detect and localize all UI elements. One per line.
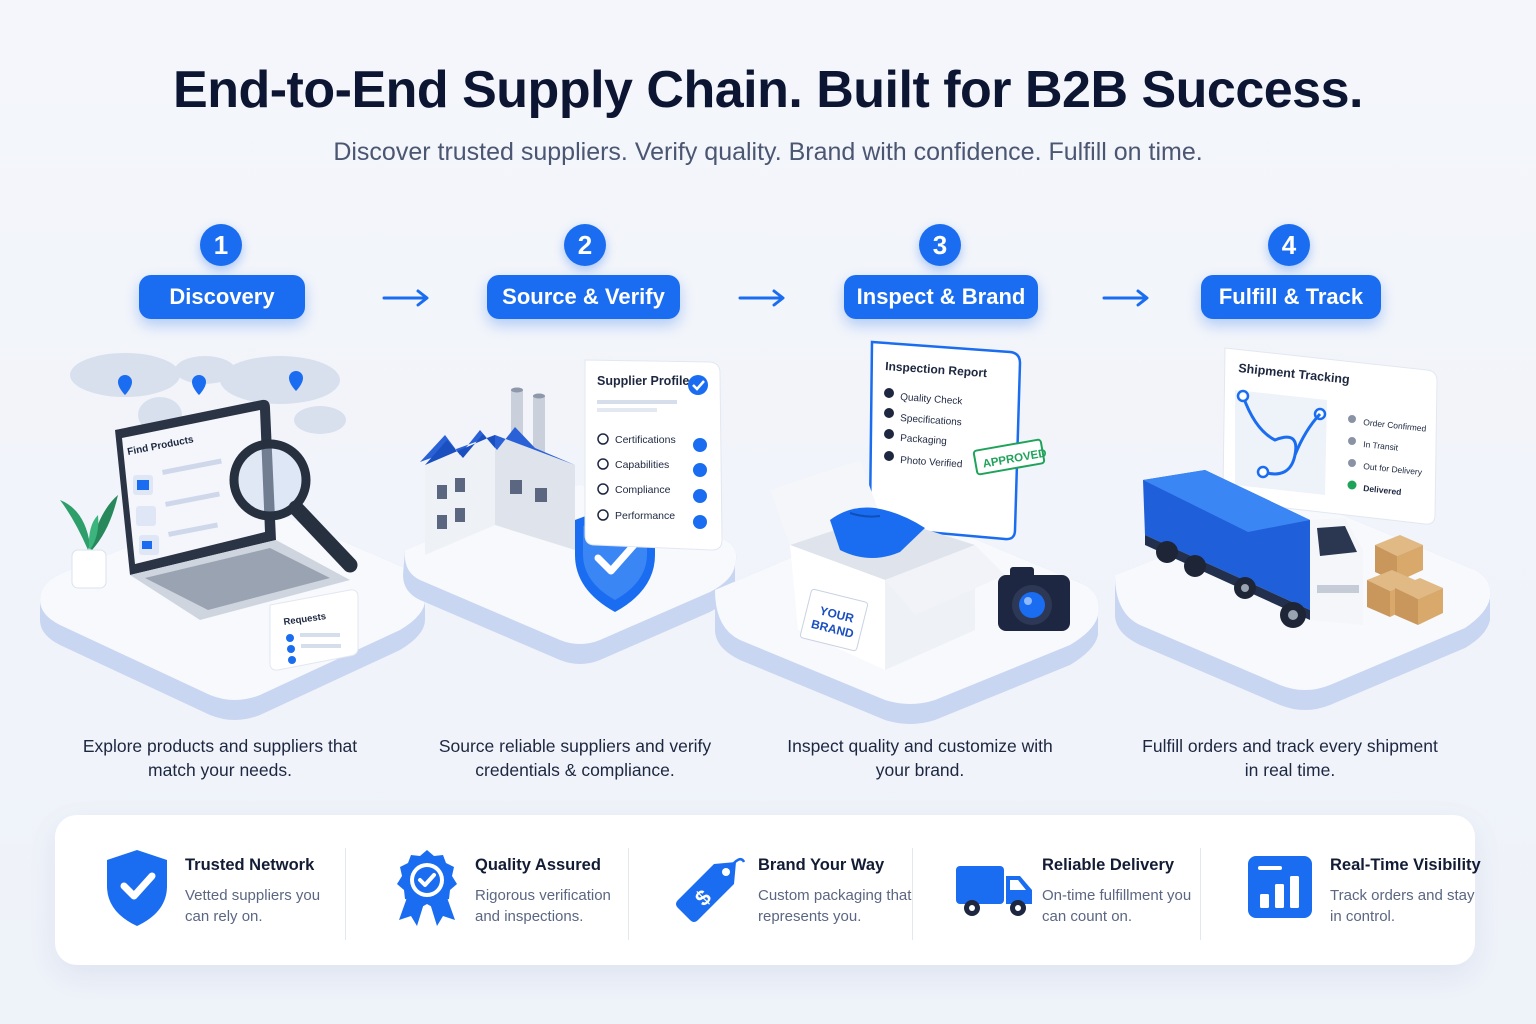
step-1-description: Explore products and suppliers that matc… [82, 736, 358, 780]
step-4-number: 4 [1268, 224, 1310, 266]
benefit-brand-your-way: $ Brand Your Way Custom packaging that r… [628, 840, 912, 940]
inspection-item-specifications: Specifications [900, 413, 962, 428]
step-3-label[interactable]: Inspect & Brand [844, 275, 1038, 319]
benefits-bar: Trusted Network Vetted suppliers you can… [55, 815, 1481, 965]
supplier-profile-card: Supplier Profile Certifications Capabili… [584, 359, 723, 551]
requests-card: Requests [269, 589, 359, 671]
shield-check-icon [107, 850, 167, 926]
step-2-description: Source reliable suppliers and verify cre… [438, 736, 712, 780]
camera-icon [998, 567, 1070, 631]
map-pin-icon [118, 371, 303, 395]
page-subtitle: Discover trusted suppliers. Verify quali… [333, 138, 1203, 166]
benefit-quality-assured: Quality Assured Rigorous verification an… [345, 840, 628, 940]
inspection-item-quality: Quality Check [900, 392, 964, 407]
benefit-description: Vetted suppliers you can rely on. [185, 887, 321, 925]
benefit-description: Track orders and stay in control. [1330, 887, 1475, 925]
benefit-title: Brand Your Way [758, 856, 885, 874]
benefit-title: Reliable Delivery [1042, 856, 1175, 874]
supplier-profile-title: Supplier Profile [597, 374, 689, 388]
approved-stamp: APPROVED [972, 438, 1048, 476]
arrow-right-icon [1102, 289, 1149, 307]
source-verify-illustration: Supplier Profile Certifications Capabili… [385, 330, 785, 730]
step-2-number: 2 [564, 224, 606, 266]
inspection-report-card: Inspection Report Quality Check Specific… [868, 340, 1048, 541]
bar-chart-icon [1248, 856, 1312, 918]
factory-icon [420, 387, 575, 555]
tracking-step-delivered: Delivered [1363, 483, 1402, 497]
plant-icon [60, 495, 118, 589]
step-3-number: 3 [919, 224, 961, 266]
benefit-title: Real-Time Visibility [1330, 856, 1481, 874]
inspection-item-photo: Photo Verified [900, 455, 963, 470]
magnifying-glass-icon [229, 439, 358, 573]
inspect-brand-illustration: Inspection Report Quality Check Specific… [710, 330, 1110, 730]
benefit-reliable-delivery: Reliable Delivery On-time fulfillment yo… [912, 840, 1200, 940]
step-4-description: Fulfill orders and track every shipment … [1142, 736, 1438, 780]
step-4-label[interactable]: Fulfill & Track [1201, 275, 1381, 319]
benefit-description: On-time fulfillment you can count on. [1042, 887, 1192, 925]
supplier-item-performance: Performance [615, 510, 675, 522]
discovery-illustration: Find Products Requests [30, 330, 430, 730]
arrow-right-icon [738, 289, 785, 307]
benefit-description: Custom packaging that represents you. [758, 887, 912, 925]
cardboard-boxes-icon [1367, 535, 1443, 625]
step-3-description: Inspect quality and customize with your … [787, 736, 1053, 780]
price-tag-icon: $ [676, 857, 746, 922]
laptop-icon: Find Products [115, 399, 350, 620]
supplier-item-certifications: Certifications [615, 434, 676, 446]
world-map-icon [70, 353, 346, 434]
fulfill-track-illustration: Shipment Tracking Order Confirmed In Tra… [1105, 330, 1505, 730]
product-box-icon: YOUR BRAND [770, 460, 1005, 670]
delivery-truck-icon [1143, 470, 1363, 628]
benefit-real-time-visibility: Real-Time Visibility Track orders and st… [1200, 840, 1481, 940]
page-title: End-to-End Supply Chain. Built for B2B S… [173, 61, 1363, 119]
step-2-label[interactable]: Source & Verify [487, 275, 680, 319]
step-1-label[interactable]: Discovery [139, 275, 305, 319]
benefit-title: Trusted Network [185, 856, 315, 874]
arrow-right-icon [382, 289, 429, 307]
step-1-number: 1 [200, 224, 242, 266]
supplier-item-capabilities: Capabilities [615, 459, 669, 471]
benefit-trusted-network: Trusted Network Vetted suppliers you can… [55, 840, 345, 940]
tracking-step-in-transit: In Transit [1363, 439, 1399, 453]
inspection-item-packaging: Packaging [900, 433, 947, 447]
delivery-truck-icon [956, 866, 1032, 916]
supplier-item-compliance: Compliance [615, 484, 671, 496]
award-ribbon-icon [397, 850, 457, 926]
shipment-tracking-card: Shipment Tracking Order Confirmed In Tra… [1222, 347, 1438, 525]
benefit-title: Quality Assured [475, 856, 601, 874]
benefit-description: Rigorous verification and inspections. [475, 887, 611, 925]
